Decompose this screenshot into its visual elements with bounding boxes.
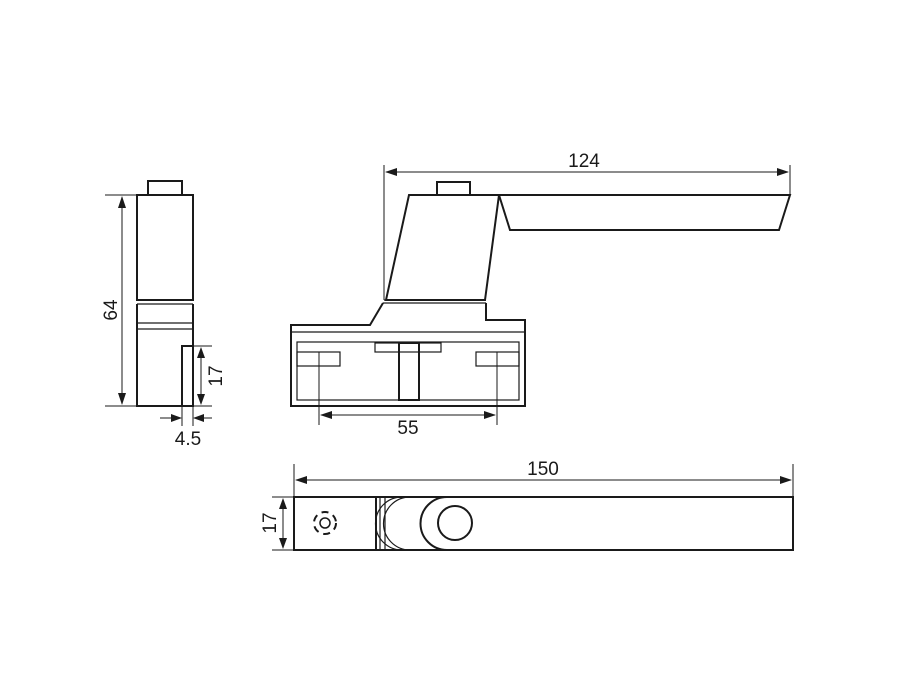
top-view-spindle-hole: [437, 505, 473, 541]
dimension-4-5-label: 4.5: [175, 429, 201, 450]
dimension-64: 64: [101, 194, 137, 407]
dimension-150: 150: [293, 459, 794, 497]
dimension-124-label: 124: [568, 151, 600, 172]
dimension-124: 124: [383, 151, 791, 300]
dimension-150-label: 150: [527, 459, 559, 480]
front-view-top-knob: [436, 181, 471, 196]
front-view-lever: [497, 194, 792, 231]
side-view-top-knob: [147, 180, 183, 196]
dimension-17-top: 17: [260, 496, 294, 551]
lock-icon: [313, 511, 337, 535]
side-view-upper-body: [136, 194, 194, 301]
front-view: 124 55: [290, 151, 792, 439]
dimension-17-side: 17: [193, 345, 227, 407]
dimension-55-label: 55: [397, 418, 418, 439]
front-view-base: [290, 302, 526, 407]
top-view-outline: [293, 496, 794, 551]
side-view: 64 17 4.5: [101, 180, 227, 450]
dimension-64-label: 64: [101, 299, 122, 321]
side-view-base: [136, 304, 194, 407]
dimension-55: 55: [318, 352, 498, 439]
dimension-4-5: 4.5: [160, 406, 212, 450]
dimension-17-top-label: 17: [260, 512, 281, 533]
top-view: 150 17: [260, 459, 794, 551]
dimension-17-side-label: 17: [206, 365, 227, 386]
front-view-spindle: [398, 342, 420, 401]
front-view-neck: [384, 194, 501, 301]
